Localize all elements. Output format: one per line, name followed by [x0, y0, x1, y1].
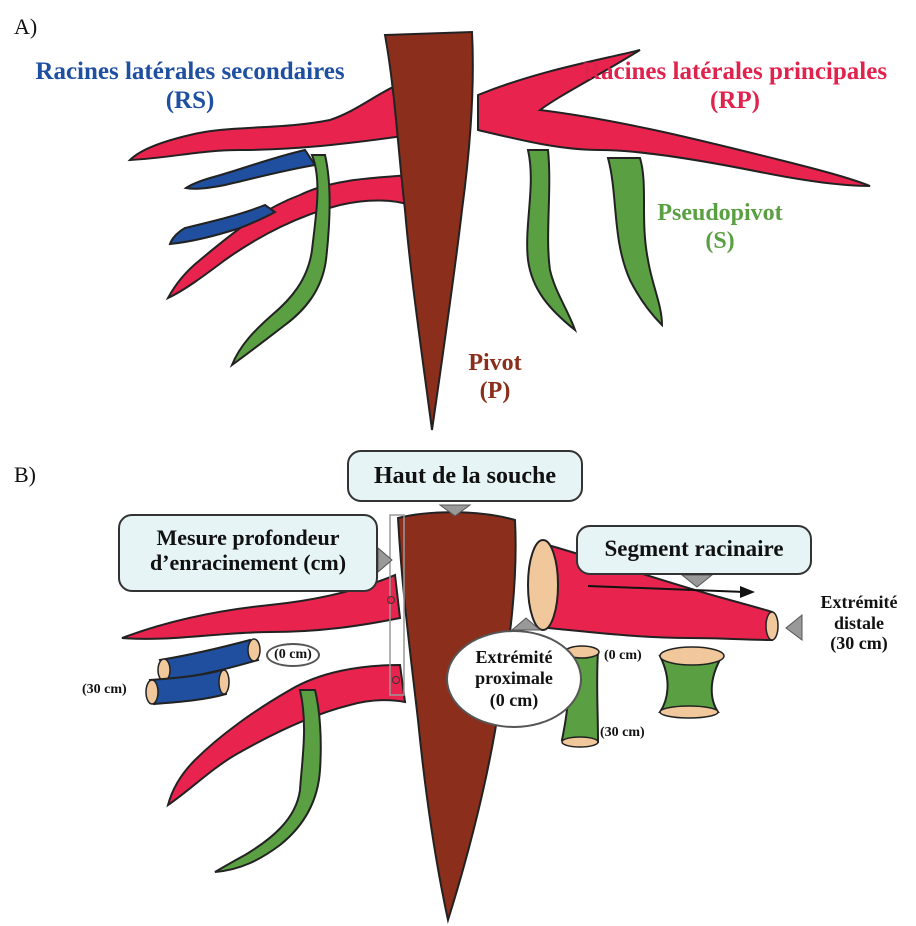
secondary-roots-abbr: (RS) [10, 87, 370, 116]
b-secondary-cut-lower [146, 680, 158, 704]
segment-proximal-cut [528, 540, 558, 630]
depth-measure-line2: d’enracinement (cm) [120, 550, 376, 575]
distal-end-line1: Extrémité [804, 592, 914, 613]
depth-measure-callout: Mesure profondeur d’enracinement (cm) [118, 514, 378, 592]
pivot-label: Pivot (P) [450, 350, 540, 405]
secondary-roots-name: Racines latérales secondaires [10, 58, 370, 87]
pseudopivot-name: Pseudopivot [650, 200, 790, 228]
b-pseudopivot-cut-middle-bottom [562, 737, 598, 747]
panel-b-letter: B) [14, 462, 36, 487]
segment-callout: Segment racinaire [576, 525, 812, 575]
depth-marker-upper [388, 597, 395, 604]
depth-measure-line1: Mesure profondeur [120, 525, 376, 550]
pseudopivot-abbr: (S) [650, 228, 790, 256]
principal-roots-label: Racines latérales principales (RP) [560, 58, 910, 116]
principal-roots-name: Racines latérales principales [560, 58, 910, 87]
pivot-name: Pivot [450, 350, 540, 378]
b-pseudopivot-cut-right-top [660, 647, 724, 665]
b-secondary-cut-lower-end [219, 670, 229, 694]
depth-marker-lower [393, 677, 400, 684]
zero-cm-right-label: (0 cm) [604, 648, 642, 664]
proximal-end-label: Extrémité proximale (0 cm) [446, 630, 582, 728]
b-pseudopivot-cut-right-bottom [660, 706, 718, 718]
zero-cm-left-label: (0 cm) [266, 643, 320, 667]
segment-arrow-head [740, 586, 755, 598]
secondary-roots-label: Racines latérales secondaires (RS) [10, 58, 370, 116]
proximal-end-line2: proximale [475, 668, 553, 690]
stump-top-callout: Haut de la souche [347, 450, 583, 502]
panel-a-letter: A) [14, 14, 37, 39]
distal-end-label: Extrémité distale (30 cm) [804, 592, 914, 654]
pseudopivot-middle [527, 150, 575, 330]
segment-distal-cut [766, 612, 778, 640]
distal-pointer [786, 615, 802, 640]
proximal-end-line3: (0 cm) [490, 690, 538, 712]
segment-pointer [682, 575, 712, 587]
pseudopivot-label: Pseudopivot (S) [650, 200, 790, 255]
distal-end-line3: (30 cm) [804, 633, 914, 654]
secondary-root-upper [186, 150, 315, 189]
thirty-cm-left-label: (30 cm) [82, 682, 127, 698]
pivot-abbr: (P) [450, 378, 540, 406]
principal-roots-abbr: (RP) [560, 87, 910, 116]
b-secondary-cut-upper [248, 639, 260, 661]
distal-end-line2: distale [804, 613, 914, 634]
thirty-cm-right-label: (30 cm) [600, 725, 645, 741]
proximal-end-line1: Extrémité [476, 647, 553, 669]
pseudopivot-left [232, 155, 330, 365]
